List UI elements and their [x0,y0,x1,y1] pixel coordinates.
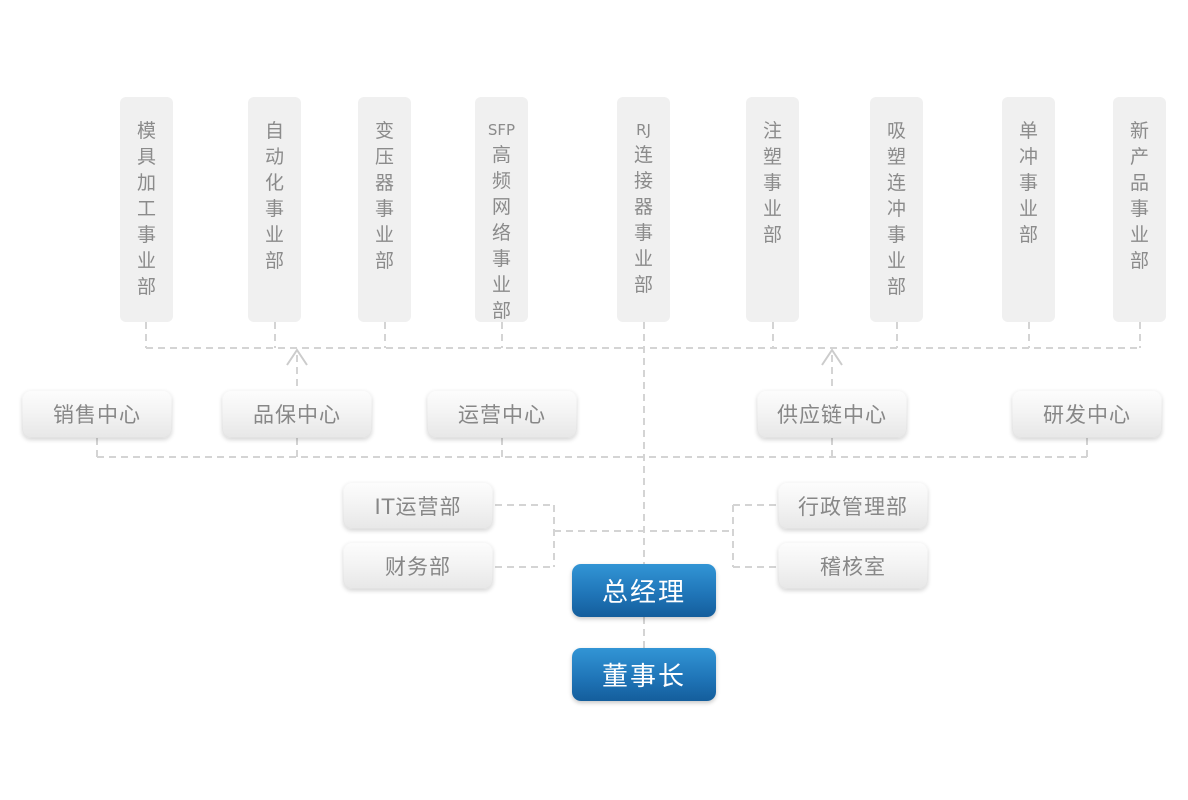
unit-label: 新产品事业部 [1129,120,1149,272]
up-arrow-right-icon [821,348,843,366]
left-department-bracket [495,504,555,568]
dept-audit-office: 稽核室 [778,542,928,589]
unit-sfp-network: SFP 高频网络事业部 [475,97,528,322]
up-arrow-left-icon [286,348,308,366]
unit-label: 变压器事业部 [374,120,394,272]
unit-single-punch: 单冲事业部 [1002,97,1055,322]
unit-label-prefix: RJ [636,121,651,139]
unit-rj-connector: RJ 连接器事业部 [617,97,670,322]
center-operations: 运营中心 [427,390,577,438]
exec-general-manager: 总经理 [572,564,716,617]
dept-label: 行政管理部 [798,494,908,519]
dept-label: 财务部 [385,554,451,579]
unit-label: 注塑事业部 [762,120,782,246]
center-supply-chain: 供应链中心 [757,390,907,438]
unit-label: 吸塑连冲事业部 [886,120,906,298]
center-sales: 销售中心 [22,390,172,438]
top-row-stems [145,322,1141,348]
center-quality-assurance: 品保中心 [222,390,372,438]
exec-label: 董事长 [601,662,686,692]
center-label: 销售中心 [53,403,141,427]
unit-label-prefix: SFP [487,121,516,139]
exec-chairman: 董事长 [572,648,716,701]
exec-label: 总经理 [601,578,686,608]
dept-finance: 财务部 [343,542,493,589]
center-label: 品保中心 [253,403,341,427]
right-department-bracket [732,504,778,568]
unit-transformer: 变压器事业部 [358,97,411,322]
center-label: 运营中心 [458,403,546,427]
unit-label: 自动化事业部 [264,120,284,272]
dept-administration: 行政管理部 [778,482,928,529]
unit-label: 模具加工事业部 [136,120,156,298]
center-label: 供应链中心 [777,403,887,427]
unit-blister-stamping: 吸塑连冲事业部 [870,97,923,322]
center-rnd: 研发中心 [1012,390,1162,438]
unit-label: 单冲事业部 [1018,120,1038,246]
dept-label: 稽核室 [820,554,886,579]
center-label: 研发中心 [1043,403,1131,427]
unit-new-product: 新产品事业部 [1113,97,1166,322]
unit-injection-molding: 注塑事业部 [746,97,799,322]
unit-mold-processing: 模具加工事业部 [120,97,173,322]
center-row-stems [96,438,1088,457]
unit-label: 连接器事业部 [633,144,653,296]
dept-it-operations: IT运营部 [343,482,493,529]
unit-automation: 自动化事业部 [248,97,301,322]
unit-label: 高频网络事业部 [491,144,511,322]
dept-label: IT运营部 [374,494,462,519]
